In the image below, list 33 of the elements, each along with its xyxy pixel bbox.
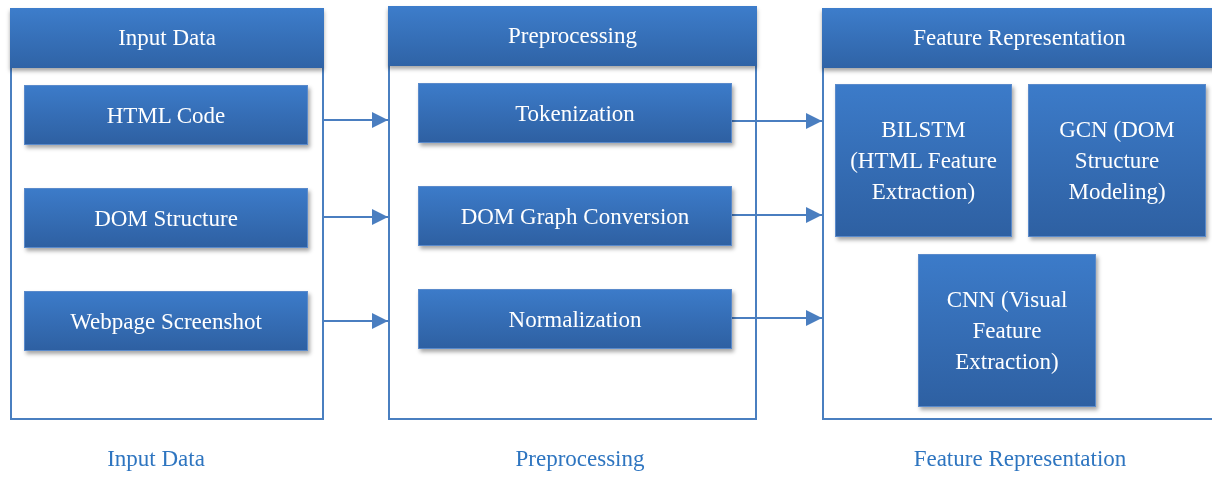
process-box [418, 186, 732, 246]
caption: Input Data [107, 446, 205, 472]
arrow [323, 313, 389, 329]
box-label: BILSTM (HTML Feature Extraction) [849, 116, 998, 206]
box-label: Normalization [508, 305, 642, 334]
arrow [323, 112, 389, 128]
process-box [24, 188, 308, 248]
process-box [1028, 84, 1206, 237]
process-box [835, 84, 1012, 237]
process-box [24, 85, 308, 145]
panel-frame [388, 6, 757, 420]
panel-frame [10, 8, 324, 420]
panel-header: Preprocessing [388, 6, 757, 66]
box-label: DOM Structure [94, 204, 238, 233]
panel-header: Input Data [10, 8, 324, 68]
process-box [918, 254, 1096, 407]
panel-header: Feature Representation [822, 8, 1212, 68]
box-label: GCN (DOM Structure Modeling) [1058, 116, 1176, 206]
arrow [731, 310, 823, 326]
process-box [24, 291, 308, 351]
box-label: Webpage Screenshot [70, 307, 262, 336]
arrow [731, 207, 823, 223]
panel-frame [822, 8, 1212, 420]
process-box [418, 289, 732, 349]
box-label: HTML Code [106, 101, 226, 130]
arrow [731, 113, 823, 129]
process-box [418, 83, 732, 143]
caption: Preprocessing [515, 446, 645, 472]
caption: Feature Representation [913, 446, 1127, 472]
box-label: CNN (Visual Feature Extraction) [945, 286, 1069, 376]
box-label: DOM Graph Conversion [460, 202, 690, 231]
arrow [323, 209, 389, 225]
box-label: Tokenization [515, 99, 635, 128]
